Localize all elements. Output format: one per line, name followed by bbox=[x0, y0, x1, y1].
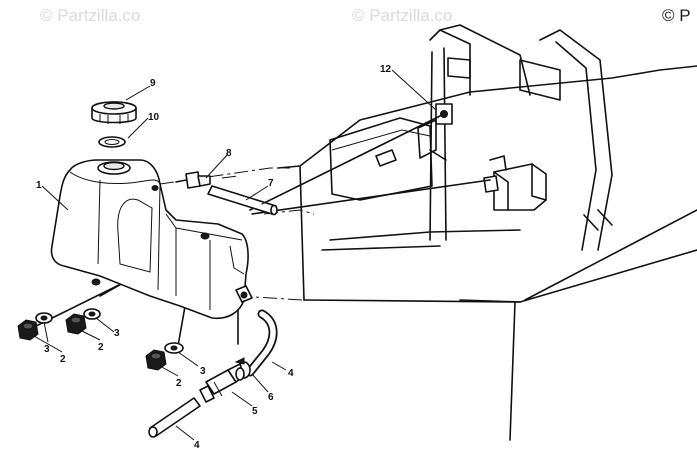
callout-8-fitting: 8 bbox=[226, 148, 232, 159]
callout-2-nut-c: 2 bbox=[176, 378, 182, 389]
fuel-shutoff-valve bbox=[199, 363, 245, 403]
callout-1-tank: 1 bbox=[36, 180, 42, 191]
fuel-hose-upper bbox=[245, 309, 278, 377]
callout-7-tube: 7 bbox=[268, 178, 274, 189]
washer-3-b bbox=[83, 308, 101, 320]
callout-leaders bbox=[33, 69, 437, 441]
fuel-line-upper bbox=[261, 117, 437, 205]
mounting-bracket bbox=[417, 103, 453, 159]
cap-gasket bbox=[98, 136, 126, 148]
callout-4-hose-upper: 4 bbox=[288, 368, 294, 379]
callout-3-washer-c: 3 bbox=[200, 366, 206, 377]
fuel-hose-lower bbox=[148, 397, 201, 438]
watermark-middle: © Partzilla.co bbox=[352, 6, 453, 25]
nut-2-c bbox=[145, 349, 167, 371]
fuel-tank bbox=[50, 159, 253, 320]
callout-6-clamp: 6 bbox=[268, 392, 274, 403]
washer-3-c bbox=[164, 342, 184, 354]
vent-fitting bbox=[175, 171, 211, 189]
side-clip-bracket bbox=[483, 155, 547, 211]
callout-4-hose-lower: 4 bbox=[194, 440, 200, 451]
callout-9-cap: 9 bbox=[150, 78, 156, 89]
callout-3-washer-a: 3 bbox=[44, 344, 50, 355]
callout-10-gasket: 10 bbox=[148, 112, 160, 123]
watermark-left: © Partzilla.co bbox=[40, 6, 141, 25]
callout-2-nut-a: 2 bbox=[60, 354, 66, 365]
callout-5-valve: 5 bbox=[252, 406, 258, 417]
callout-3-washer-b: 3 bbox=[114, 328, 120, 339]
callout-12-bracket: 12 bbox=[380, 64, 392, 75]
nut-2-a bbox=[17, 319, 39, 341]
watermark-right: © P bbox=[662, 6, 691, 25]
fuel-cap bbox=[91, 101, 137, 124]
callout-2-nut-b: 2 bbox=[98, 342, 104, 353]
nut-2-b bbox=[65, 313, 87, 335]
vehicle-frame bbox=[277, 24, 697, 441]
vent-tube bbox=[207, 185, 278, 216]
washer-3-a bbox=[35, 312, 53, 324]
